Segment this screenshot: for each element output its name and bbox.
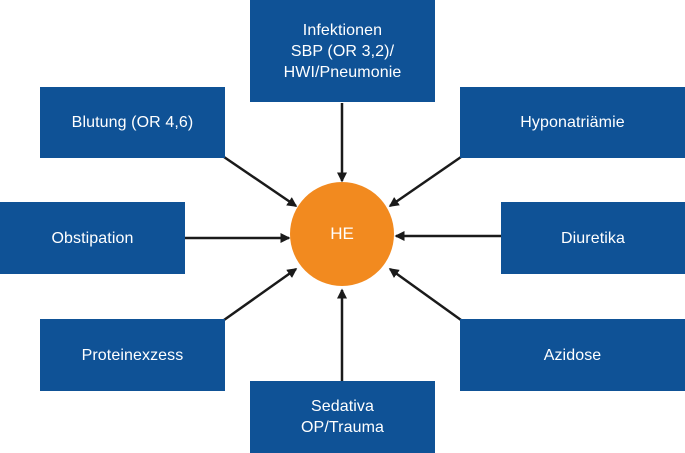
factor-hyponatriaemie-label: Hyponatriämie — [520, 114, 625, 131]
factor-infektionen: Infektionen SBP (OR 3,2)/ HWI/Pneumonie — [250, 0, 435, 102]
arrow-azidose — [388, 267, 462, 322]
center-node-label: HE — [330, 224, 354, 243]
factor-proteinexzess-label: Proteinexzess — [81, 346, 184, 364]
arrow-blutung — [223, 155, 298, 208]
arrow-proteinexzess — [223, 267, 298, 322]
factor-azidose-label: Azidose — [543, 346, 602, 364]
factor-sedativa-label: Sedativa OP/Trauma — [301, 398, 384, 436]
factor-obstipation-label: Obstipation — [51, 229, 134, 247]
factor-diuretika-label: Diuretika — [560, 229, 626, 247]
factor-sedativa: Sedativa OP/Trauma — [250, 381, 435, 453]
factor-blutung: Blutung (OR 4,6) — [40, 87, 225, 158]
factor-diuretika: Diuretika — [501, 202, 685, 274]
factor-azidose: Azidose — [460, 319, 685, 391]
factor-proteinexzess: Proteinexzess — [40, 319, 225, 391]
factor-infektionen-label: Infektionen SBP (OR 3,2)/ HWI/Pneumonie — [283, 21, 402, 81]
factor-blutung-label: Blutung (OR 4,6) — [71, 114, 194, 131]
center-node-he: HE — [290, 182, 394, 286]
factor-obstipation: Obstipation — [0, 202, 185, 274]
arrow-hyponatriaemie — [388, 155, 462, 208]
factor-hyponatriaemie: Hyponatriämie — [460, 87, 685, 158]
